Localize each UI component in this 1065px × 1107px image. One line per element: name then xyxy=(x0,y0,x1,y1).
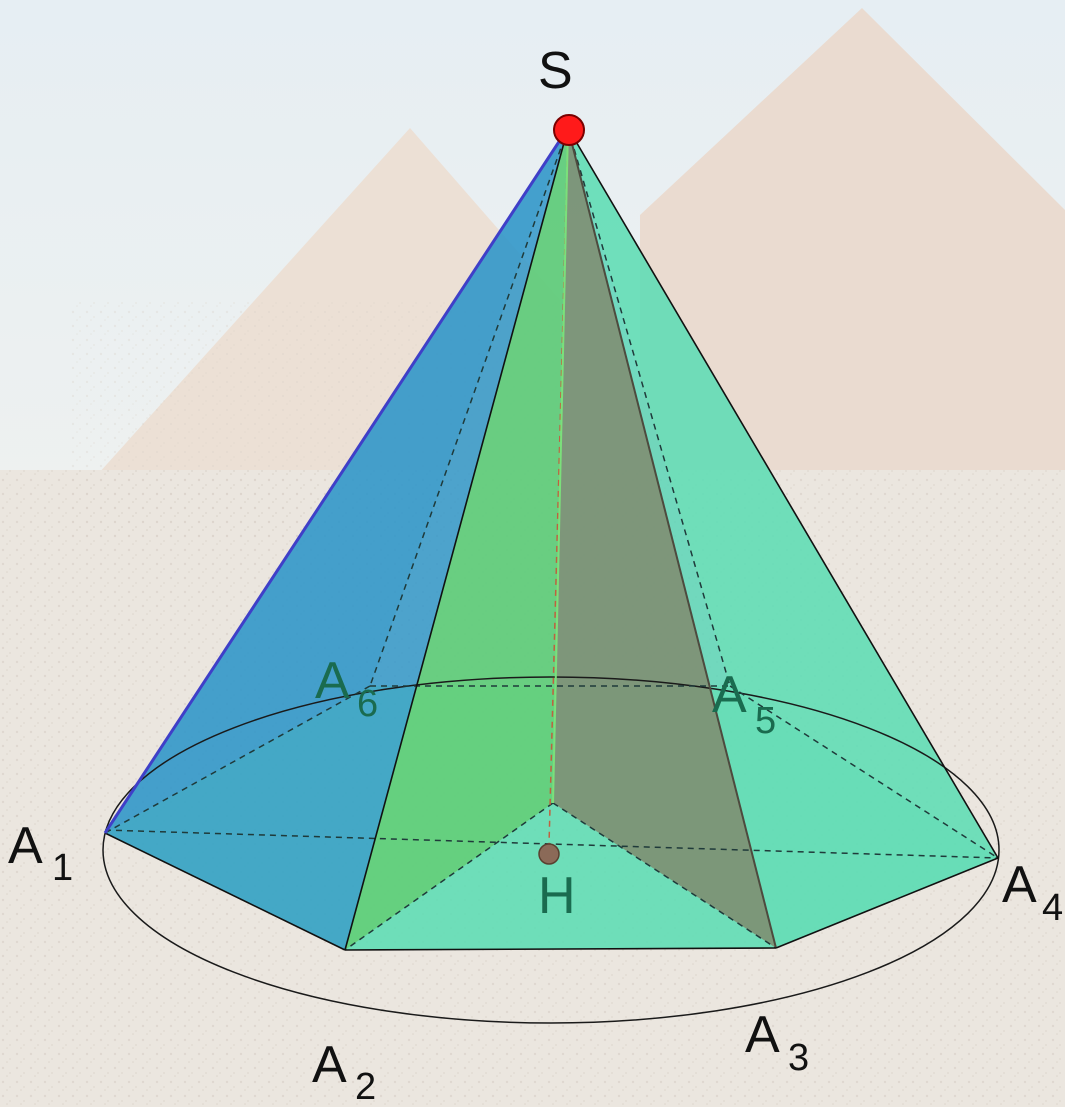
label-A5: A 5 xyxy=(712,666,776,742)
visible-edges xyxy=(104,127,999,951)
edge-S-A3 xyxy=(567,127,777,949)
hidden-edges xyxy=(104,127,999,951)
label-A5-letter: A xyxy=(712,666,747,724)
segment-H-A2 xyxy=(344,802,554,951)
label-A2-index: 2 xyxy=(355,1066,376,1107)
edge-S-A4 xyxy=(567,127,999,859)
label-A6: A 6 xyxy=(315,652,378,725)
apex-point xyxy=(553,114,585,146)
height-S-H xyxy=(548,127,569,846)
edge-A1-A2 xyxy=(104,832,346,951)
diagonal-A1-A4 xyxy=(104,829,999,859)
foot-point xyxy=(538,843,560,865)
background-pyramid-right xyxy=(640,8,1065,470)
edge-S-H-front xyxy=(552,127,569,804)
label-A4-index: 4 xyxy=(1042,887,1063,929)
label-A3-letter: A xyxy=(745,1006,780,1064)
pyramid xyxy=(102,114,1000,1024)
face-S-A1-A2 xyxy=(105,128,568,950)
face-S-A3-A4 xyxy=(568,128,998,948)
segment-H-A3 xyxy=(552,802,777,949)
edge-A5-A4 xyxy=(729,685,999,859)
label-A4-letter: A xyxy=(1002,856,1037,914)
label-A2-letter: A xyxy=(312,1036,347,1094)
label-A1: A 1 xyxy=(8,817,73,889)
label-A1-index: 1 xyxy=(52,847,73,889)
labels: S H A 1 A 2 A 3 A 4 A 5 A 6 xyxy=(8,42,1063,1107)
edge-A2-A3 xyxy=(344,947,777,951)
label-A2: A 2 xyxy=(312,1036,376,1107)
edge-A3-A4 xyxy=(775,857,999,949)
edge-S-A5 xyxy=(567,127,731,687)
label-A1-letter: A xyxy=(8,817,43,875)
edge-S-A1 xyxy=(103,127,570,834)
label-A6-index: 6 xyxy=(357,683,378,725)
edge-S-A2 xyxy=(344,127,569,951)
label-S: S xyxy=(538,42,573,100)
triangle-S-H-A3 xyxy=(553,128,776,948)
base-circle xyxy=(102,676,1000,1024)
label-A4: A 4 xyxy=(1002,856,1063,929)
label-H: H xyxy=(538,867,576,925)
label-A6-letter: A xyxy=(315,652,350,710)
label-A3: A 3 xyxy=(745,1006,809,1079)
label-A3-index: 3 xyxy=(788,1037,809,1079)
label-A5-index: 5 xyxy=(755,700,776,742)
